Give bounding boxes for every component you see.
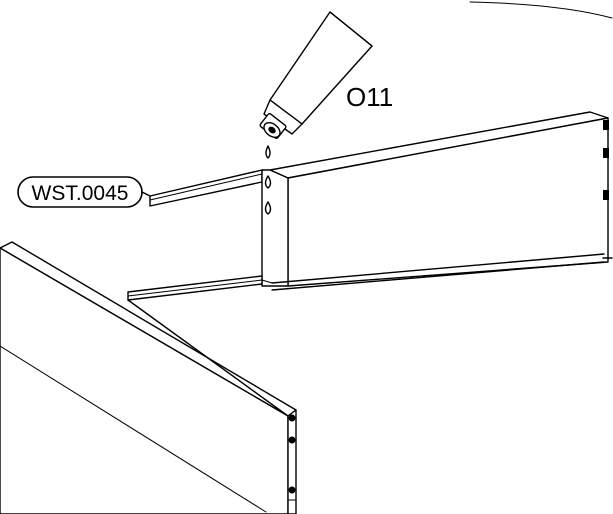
part-code-callout: WST.0045 <box>17 176 151 208</box>
back-rail <box>149 169 263 207</box>
part-code-label: WST.0045 <box>32 182 129 205</box>
inner-corner-edge <box>127 299 289 417</box>
panel-fittings-left <box>288 414 296 501</box>
background-arc <box>469 1 613 19</box>
floor-rail <box>127 275 263 301</box>
panel-fittings-right <box>602 120 613 259</box>
glue-tube-icon <box>259 11 373 139</box>
back-panel-right <box>261 111 613 291</box>
glue-code-label: O11 <box>346 82 393 112</box>
glue-drops-icon <box>264 145 272 215</box>
front-panel-left <box>0 241 297 514</box>
